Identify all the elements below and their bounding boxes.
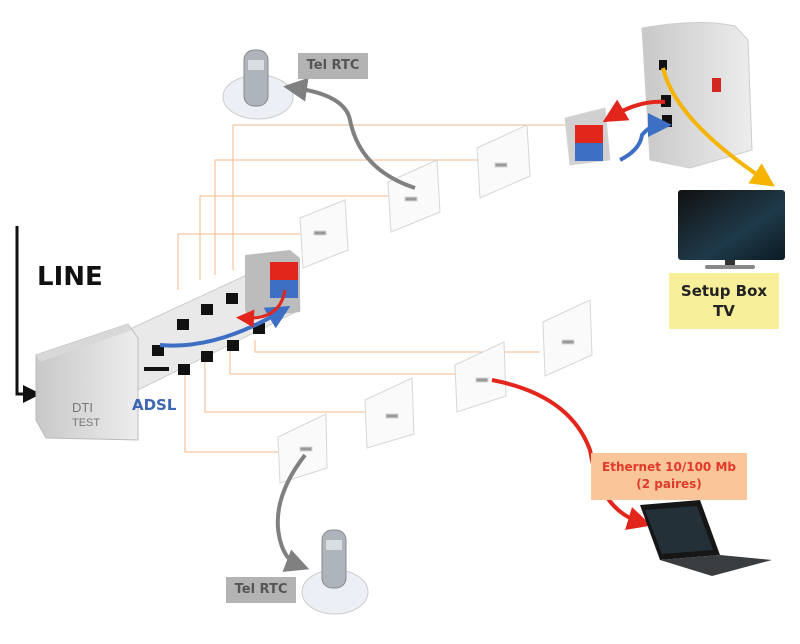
adsl-box [641,21,753,169]
box-to-tv-yellow-arrow [661,67,775,187]
adsl-label: ADSL [132,396,177,414]
phone-bottom [301,529,369,615]
dti-label-line2: TEST [72,417,100,429]
line-arrow [15,226,41,403]
wall-outlet [476,124,531,199]
adsl-blue-arrow [159,305,291,348]
splitter-to-box-blue-arrow [619,113,672,162]
tel-rtc-label-bottom: Tel RTC [226,577,296,603]
setup-box-line2: TV [713,302,735,320]
ethernet-label: Ethernet 10/100 Mb (2 paires) [591,453,747,500]
phone-top-cable [283,77,416,190]
wall-outlet [387,159,441,233]
wall-outlet [454,341,507,413]
dti-label-line1: DTI [72,400,93,415]
ethernet-line1: Ethernet 10/100 Mb [602,460,736,474]
ethernet-cable [491,378,652,531]
setup-box-line1: Setup Box [680,282,768,300]
phone-top [222,49,294,120]
tv [678,190,785,269]
laptop [640,500,772,576]
ethernet-line2: (2 paires) [636,477,702,491]
cabling [177,124,570,453]
wall-outlet [277,413,328,484]
wall-outlet [364,377,415,449]
tel-rtc-label-top: Tel RTC [298,53,368,79]
phone-bottom-cable [275,453,310,572]
wall-outlet [299,199,349,269]
splitter-red-arrow [236,289,287,328]
box-to-splitter-red-arrow [602,99,666,123]
setup-box-tv-label: Setup Box TV [669,273,779,329]
wall-outlet [542,299,593,377]
dti-patch-panel: DTI TEST [35,250,301,441]
line-label: LINE [37,262,103,292]
wall-outlets [277,107,611,484]
